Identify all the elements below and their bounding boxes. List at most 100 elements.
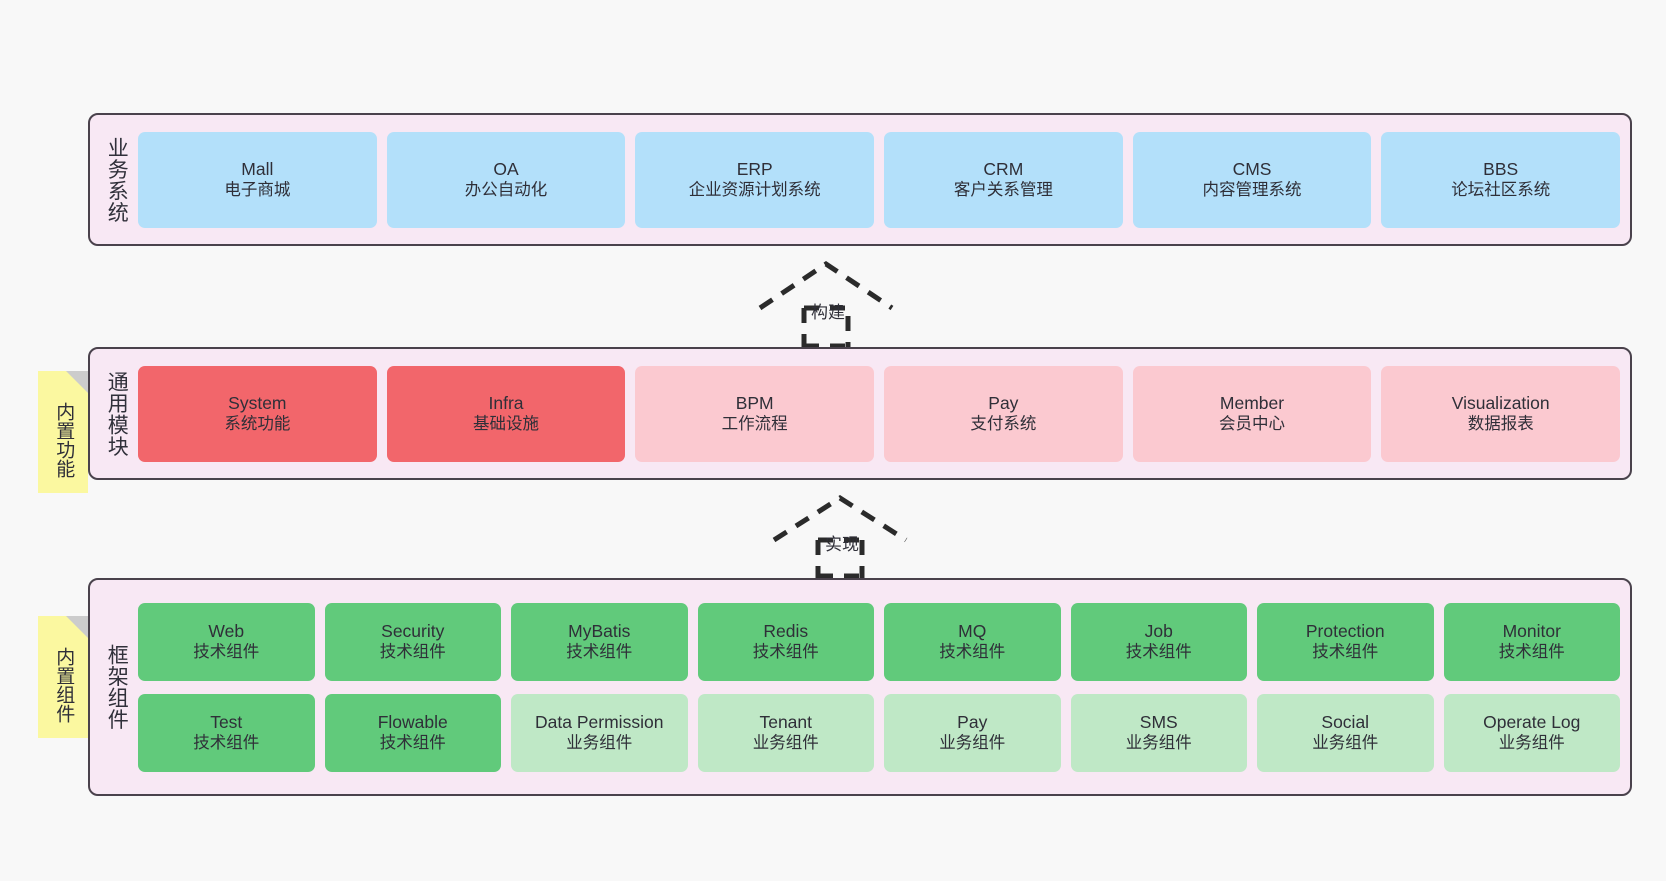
component-subtitle: 业务组件: [1498, 734, 1565, 753]
sticky-note-builtin-function: 内置功能: [38, 371, 88, 493]
component-subtitle: 工作流程: [721, 415, 788, 434]
component-name: Visualization: [1451, 393, 1550, 414]
component-subtitle: 技术组件: [193, 643, 260, 662]
component-name: Social: [1321, 712, 1370, 733]
component-subtitle: 业务组件: [1125, 734, 1192, 753]
component-name: CMS: [1232, 159, 1272, 180]
component-name: Protection: [1305, 621, 1385, 642]
component-name: MQ: [958, 621, 987, 642]
component-subtitle: 基础设施: [473, 415, 539, 434]
component-name: Monitor: [1502, 621, 1561, 642]
component-name: ERP: [736, 159, 773, 180]
component-subtitle: 业务组件: [939, 734, 1006, 753]
layer-title-common-module: 通用模块: [105, 370, 129, 457]
component-subtitle: 企业资源计划系统: [688, 181, 821, 200]
component-subtitle: 技术组件: [752, 643, 819, 662]
component-subtitle: 系统功能: [224, 415, 291, 434]
component-name: Member: [1219, 393, 1285, 414]
component-name: Job: [1144, 621, 1173, 642]
component-name: OA: [493, 159, 519, 180]
component-subtitle: 电子商城: [224, 181, 291, 200]
component-subtitle: 论坛社区系统: [1451, 181, 1551, 200]
component-name: MyBatis: [568, 621, 631, 642]
component-subtitle: 内容管理系统: [1202, 181, 1302, 200]
component-name: CRM: [983, 159, 1024, 180]
component-name: Operate Log: [1483, 712, 1581, 733]
layer-title-business-system: 业务系统: [105, 136, 129, 223]
component-subtitle: 技术组件: [1125, 643, 1192, 662]
component-subtitle: 数据报表: [1467, 415, 1534, 434]
component-name: Tenant: [759, 712, 813, 733]
component-subtitle: 业务组件: [752, 734, 819, 753]
connector-build: 构建: [756, 258, 906, 349]
component-subtitle: 会员中心: [1219, 415, 1286, 434]
component-subtitle: 支付系统: [970, 415, 1037, 434]
component-name: System: [228, 393, 287, 414]
component-subtitle: 技术组件: [1312, 643, 1379, 662]
component-name: SMS: [1139, 712, 1178, 733]
component-name: Data Permission: [535, 712, 664, 733]
sticky-note-builtin-component: 内置组件: [38, 616, 88, 738]
component-subtitle: 业务组件: [1312, 734, 1379, 753]
component-name: Test: [210, 712, 243, 733]
sticky-note-builtin-component-label: 内置组件: [53, 647, 75, 723]
component-name: Infra: [488, 393, 524, 414]
component-subtitle: 技术组件: [379, 643, 446, 662]
layer-title-framework-component: 框架组件: [105, 644, 129, 730]
component-name: Flowable: [377, 712, 448, 733]
component-subtitle: 技术组件: [939, 643, 1006, 662]
component-name: Pay: [957, 712, 988, 733]
sticky-note-builtin-function-label: 内置功能: [53, 402, 75, 478]
component-name: Mall: [241, 159, 274, 180]
connector-implement-label: 实现: [825, 535, 859, 554]
folded-corner-icon: [66, 371, 88, 393]
component-name: BPM: [735, 393, 774, 414]
component-subtitle: 客户关系管理: [953, 181, 1053, 200]
generalization-arrow-icon: [758, 260, 894, 349]
generalization-arrow-icon: [772, 495, 908, 579]
component-name: Security: [381, 621, 445, 642]
connector-build-label: 构建: [811, 303, 845, 322]
component-name: Pay: [988, 393, 1019, 414]
component-name: Redis: [763, 621, 809, 642]
component-subtitle: 技术组件: [1498, 643, 1565, 662]
